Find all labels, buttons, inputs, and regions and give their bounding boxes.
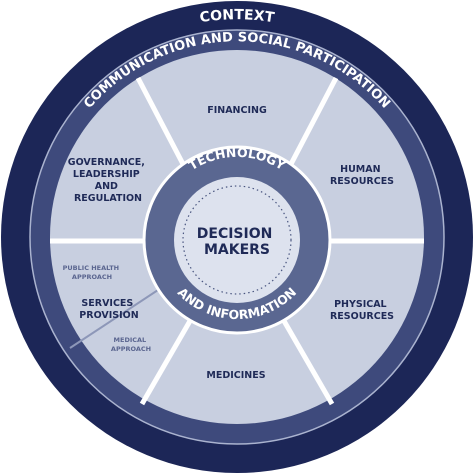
divider-bottom-right (277, 312, 335, 406)
segment-governance: GOVERNANCE, LEADERSHIP AND REGULATION (68, 157, 148, 204)
center-line-2: MAKERS (204, 242, 270, 258)
technology-ring-edge (142, 145, 332, 335)
public-health-approach-label: PUBLIC HEALTH APPROACH (63, 264, 122, 281)
divider-top-right (287, 76, 339, 168)
center-label: DECISION MAKERS (197, 226, 277, 258)
context-label: CONTEXT (199, 7, 276, 26)
segment-human-resources: HUMAN RESOURCES (330, 164, 394, 187)
divider-bottom-left (139, 312, 197, 406)
center-circle (174, 177, 300, 303)
segment-services-provision: SERVICES PROVISION (79, 298, 138, 321)
divider-top-left (135, 76, 187, 168)
segment-medicines: MEDICINES (206, 370, 265, 381)
segment-physical-resources: PHYSICAL RESOURCES (330, 299, 394, 322)
center-dotted-ring (182, 185, 292, 295)
segment-dividers (50, 76, 424, 406)
communication-ring-edge (29, 29, 445, 445)
approach-divider (69, 289, 159, 349)
segment-financing: FINANCING (207, 105, 267, 116)
center-line-1: DECISION (197, 226, 273, 242)
medical-approach-label: MEDICAL APPROACH (111, 336, 151, 353)
